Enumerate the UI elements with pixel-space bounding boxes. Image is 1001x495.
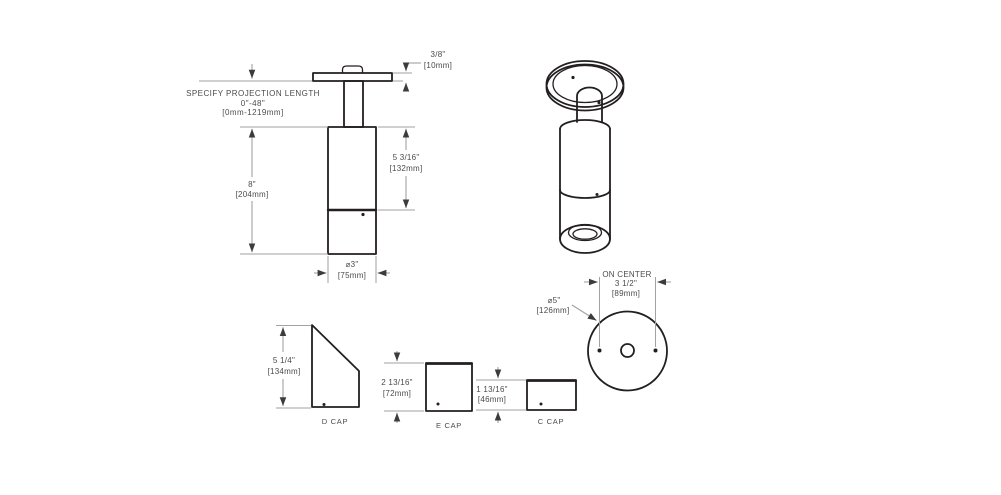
canopy-screw-dot-right <box>597 100 601 105</box>
dim-c-cap-mm: [46mm] <box>478 395 506 404</box>
d-cap-view: 5 1/4" [134mm] D CAP <box>268 324 360 426</box>
dim-c-cap-height: 1 13/16" [46mm] <box>476 367 526 423</box>
dim-upper-section: 5 3/16" [132mm] <box>378 126 423 211</box>
dim-canopy-dia-mm: [126mm] <box>537 306 570 315</box>
dim-on-center: ON CENTER 3 1/2" [89mm] <box>584 270 671 347</box>
isometric-view <box>545 60 625 254</box>
dim-plate-thickness: 3/8" [10mm] <box>393 50 452 92</box>
stem-iso <box>576 86 603 123</box>
dim-overall-mm: [204mm] <box>236 190 269 199</box>
dim-on-center-in: 3 1/2" <box>615 279 637 288</box>
dim-upper-in: 5 3/16" <box>393 153 420 162</box>
seam-screw-dot-iso <box>595 193 599 196</box>
c-cap-screw-dot <box>539 402 543 406</box>
c-cap-outline <box>526 379 577 411</box>
dim-overall-in: 8" <box>248 180 256 189</box>
c-cap-label: C CAP <box>538 417 564 426</box>
dim-plate-thickness-mm: [10mm] <box>424 61 452 70</box>
dim-body-dia-mm: [75mm] <box>338 271 366 280</box>
dim-canopy-diameter: ⌀5" [126mm] <box>537 296 597 321</box>
c-cap-view: 1 13/16" [46mm] C CAP <box>476 367 577 426</box>
set-screw-dot <box>361 212 365 217</box>
on-center-label: ON CENTER <box>602 270 651 279</box>
canopy-ellipse-outer <box>545 60 625 108</box>
dim-c-cap-in: 1 13/16" <box>476 385 508 394</box>
dim-d-cap-in: 5 1/4" <box>273 356 295 365</box>
e-cap-outline <box>425 362 473 412</box>
aperture-ring-inner-iso <box>572 228 598 240</box>
canopy-center-hole <box>620 343 635 358</box>
cylinder-top-arc-iso <box>559 119 611 130</box>
dim-d-cap-height: 5 1/4" [134mm] <box>268 325 311 409</box>
d-cap-screw-dot <box>322 403 326 406</box>
stem-front <box>343 80 364 128</box>
canopy-mount-hole-left <box>597 348 602 353</box>
projection-length-note: SPECIFY PROJECTION LENGTH 0"-48" [0mm-12… <box>186 64 320 117</box>
projection-note-line3: [0mm-1219mm] <box>222 108 283 117</box>
dim-e-cap-height: 2 13/16" [72mm] <box>381 351 424 423</box>
cylinder-body-front <box>327 126 377 255</box>
canopy-mount-hole-right <box>653 348 658 353</box>
dim-overall-height: 8" [204mm] <box>236 126 328 255</box>
aperture-ring-outer-iso <box>567 223 603 242</box>
dim-upper-mm: [132mm] <box>390 164 423 173</box>
d-cap-outline <box>311 324 360 408</box>
dim-canopy-dia-in: ⌀5" <box>548 296 561 305</box>
projection-note-line2: 0"-48" <box>241 99 265 108</box>
canopy-bottom-view: ON CENTER 3 1/2" [89mm] ⌀5" [126mm] <box>537 270 671 392</box>
cylinder-seam-iso <box>559 189 611 199</box>
canopy-ellipse-inner <box>552 64 618 104</box>
dim-body-dia-in: ⌀3" <box>346 260 359 269</box>
d-cap-label: D CAP <box>322 417 348 426</box>
mounting-bolt <box>341 65 364 73</box>
canopy-circle <box>587 310 668 392</box>
e-cap-screw-dot <box>436 402 440 406</box>
e-cap-label: E CAP <box>436 421 462 430</box>
dim-body-diameter: ⌀3" [75mm] <box>314 256 390 283</box>
dim-e-cap-mm: [72mm] <box>383 389 411 398</box>
e-cap-view: 2 13/16" [72mm] E CAP <box>381 351 473 430</box>
projection-note-line1: SPECIFY PROJECTION LENGTH <box>186 89 320 98</box>
canopy-plate-front <box>312 72 393 82</box>
dim-plate-thickness-in: 3/8" <box>431 50 446 59</box>
dim-d-cap-mm: [134mm] <box>268 367 301 376</box>
dim-e-cap-in: 2 13/16" <box>381 378 413 387</box>
dim-on-center-mm: [89mm] <box>612 289 640 298</box>
canopy-screw-dot-left <box>571 75 575 80</box>
front-elevation-view: 3/8" [10mm] SPECIFY PROJECTION LENGTH 0"… <box>186 50 452 283</box>
